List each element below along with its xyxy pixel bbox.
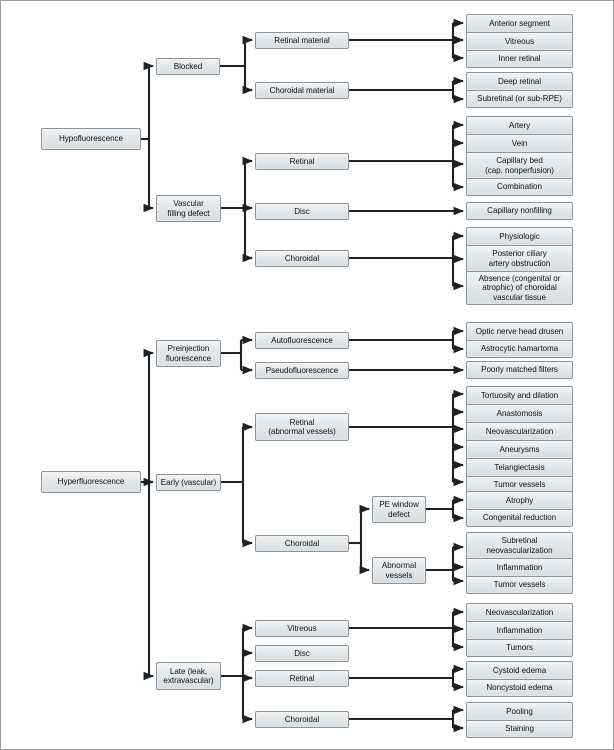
node-late-retinal[interactable]: Retinal [255,670,349,687]
leaf-vein[interactable]: Vein [466,134,573,152]
node-late-disc[interactable]: Disc [255,645,349,662]
leaf-label-line2: artery obstruction [488,258,551,268]
node-early-choroidal[interactable]: Choroidal [255,535,349,552]
leaf-combination[interactable]: Combination [466,178,573,196]
leaf-deep-retinal[interactable]: Deep retinal [466,72,573,90]
node-label-line1: PE window [379,500,419,510]
node-early-vascular[interactable]: Early (vascular) [156,474,221,491]
node-retinal-material[interactable]: Retinal material [255,32,349,49]
leaf-label-line3: vascular tissue [493,292,546,302]
leaf-telangiectasis[interactable]: Telangiectasis [466,458,573,476]
node-early-retinal-abnormal-vessels[interactable]: Retinal (abnormal vessels) [255,413,349,441]
node-abnormal-vessels[interactable]: Abnormal vessels [372,557,426,584]
node-vfd-disc[interactable]: Disc [255,203,349,220]
leaf-subretinal-neovascularization[interactable]: Subretinal neovascularization [466,532,573,558]
node-label-line1: Preinjection [167,344,210,354]
leaf-label-line2: neovascularization [486,545,553,555]
leaf-label-line2: (cap. nonperfusion) [485,165,554,175]
node-pe-window-defect[interactable]: PE window defect [372,496,426,523]
node-label-line2: filling defect [167,208,210,218]
leaf-capillary-bed[interactable]: Capillary bed (cap. nonperfusion) [466,152,573,178]
leaf-optic-nerve-head-drusen[interactable]: Optic nerve head drusen [466,322,573,340]
leaf-label-line1: Absence (congenital or [478,274,561,284]
node-blocked[interactable]: Blocked [156,58,220,75]
leaf-posterior-ciliary-artery-obstruction[interactable]: Posterior ciliary artery obstruction [466,245,573,271]
leaf-physiologic[interactable]: Physiologic [466,227,573,245]
node-autofluorescence[interactable]: Autofluorescence [255,332,349,349]
leaf-staining[interactable]: Staining [466,720,573,738]
node-hypofluorescence[interactable]: Hypofluorescence [41,128,141,150]
leaf-neovascularization-late[interactable]: Neovascularization [466,603,573,621]
node-label-line1: Retinal [289,417,315,427]
leaf-capillary-nonfilling[interactable]: Capillary nonfilling [466,202,573,220]
leaf-vitreous[interactable]: Vitreous [466,32,573,50]
leaf-astrocytic-hamartoma[interactable]: Astrocytic hamartoma [466,340,573,358]
leaf-tumor-vessels-choroidal[interactable]: Tumor vessels [466,576,573,594]
node-vascular-filling-defect[interactable]: Vascular filling defect [156,195,221,222]
leaf-noncystoid-edema[interactable]: Noncystoid edema [466,679,573,697]
leaf-artery[interactable]: Artery [466,116,573,134]
leaf-inner-retinal[interactable]: Inner retinal [466,50,573,68]
node-label-line2: fluorescence [165,353,212,363]
leaf-label-line1: Posterior ciliary [492,249,547,259]
node-vfd-choroidal[interactable]: Choroidal [255,250,349,267]
leaf-inflammation-choroidal[interactable]: Inflammation [466,558,573,576]
leaf-pooling[interactable]: Pooling [466,702,573,720]
node-label-line2: vessels [385,570,413,580]
leaf-absence-choroidal-vascular-tissue[interactable]: Absence (congenital or atrophic) of chor… [466,271,573,305]
node-choroidal-material[interactable]: Choroidal material [255,82,349,99]
leaf-anterior-segment[interactable]: Anterior segment [466,14,573,32]
leaf-anastomosis[interactable]: Anastomosis [466,404,573,422]
node-late-choroidal[interactable]: Choroidal [255,711,349,728]
node-label-line1: Late (leak, [169,666,208,676]
node-label-line2: defect [388,509,410,519]
leaf-tortuosity-and-dilation[interactable]: Tortuosity and dilation [466,386,573,404]
leaf-aneurysms[interactable]: Aneurysms [466,440,573,458]
leaf-cystoid-edema[interactable]: Cystoid edema [466,661,573,679]
leaf-label-line1: Subretinal [501,536,538,546]
node-late-leak-extravascular[interactable]: Late (leak, extravascular) [156,662,221,690]
leaf-label-line2: atrophic) of choroidal [482,283,557,293]
node-label-line2: extravascular) [163,676,214,685]
leaf-subretinal-sub-rpe[interactable]: Subretinal (or sub-RPE) [466,90,573,108]
node-pseudofluorescence[interactable]: Pseudofluorescence [255,362,349,379]
leaf-congenital-reduction[interactable]: Congenital reduction [466,509,573,527]
node-label-line1: Vascular [173,199,204,209]
node-hyperfluorescence[interactable]: Hyperfluorescence [41,471,141,493]
node-label-line1: Abnormal [381,561,417,571]
leaf-poorly-matched-filters[interactable]: Poorly matched filters [466,361,573,379]
leaf-inflammation-late[interactable]: Inflammation [466,621,573,639]
node-label-line2: (abnormal vessels) [268,427,336,436]
node-late-vitreous[interactable]: Vitreous [255,620,349,637]
leaf-label-line1: Capillary bed [496,156,543,166]
node-preinjection-fluorescence[interactable]: Preinjection fluorescence [156,340,221,367]
leaf-atrophy[interactable]: Atrophy [466,491,573,509]
leaf-tumors[interactable]: Tumors [466,639,573,657]
node-vfd-retinal[interactable]: Retinal [255,153,349,170]
leaf-neovascularization-early[interactable]: Neovascularization [466,422,573,440]
